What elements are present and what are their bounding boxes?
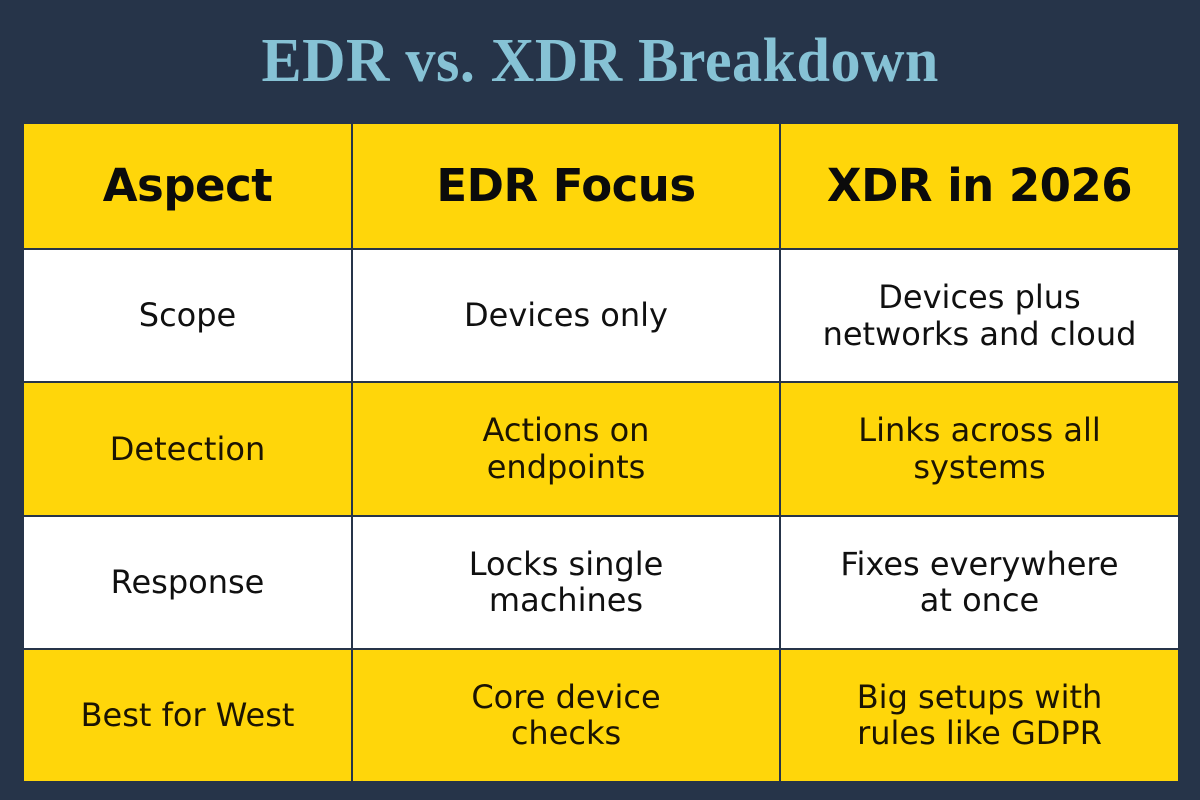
comparison-table-container: Aspect EDR Focus XDR in 2026 Scope	[22, 122, 1180, 784]
table-row: Scope Devices only Devices plus networks…	[22, 247, 1180, 384]
cell-xdr-2026: Fixes everywhere at once	[779, 514, 1180, 650]
column-header-edr-focus-label: EDR Focus	[436, 159, 696, 213]
table-row: Best for West Core device checks Big set…	[22, 647, 1180, 784]
cell-edr-focus: Devices only	[351, 247, 781, 384]
table-row: Detection Actions on endpoints Links acr…	[22, 381, 1180, 517]
cell-edr-focus-text: Core device checks	[471, 677, 661, 753]
table-body: Scope Devices only Devices plus networks…	[22, 247, 1180, 784]
table-row: Response Locks single machines Fixes eve…	[22, 514, 1180, 650]
column-header-xdr-2026: XDR in 2026	[779, 122, 1180, 250]
cell-xdr-2026: Big setups with rules like GDPR	[779, 647, 1180, 784]
cell-xdr-2026: Devices plus networks and cloud	[779, 247, 1180, 384]
cell-edr-focus: Locks single machines	[351, 514, 781, 650]
cell-aspect-text: Scope	[138, 296, 237, 335]
cell-aspect-text: Best for West	[80, 696, 295, 735]
cell-aspect-text: Detection	[109, 429, 266, 468]
cell-aspect-text: Response	[110, 562, 265, 601]
column-header-aspect: Aspect	[22, 122, 353, 250]
column-header-xdr-2026-label: XDR in 2026	[826, 159, 1133, 213]
cell-xdr-2026-text: Big setups with rules like GDPR	[856, 677, 1103, 753]
cell-aspect: Detection	[22, 381, 353, 517]
cell-edr-focus-text: Locks single machines	[468, 544, 664, 620]
cell-edr-focus: Actions on endpoints	[351, 381, 781, 517]
comparison-table: Aspect EDR Focus XDR in 2026 Scope	[22, 122, 1180, 784]
column-header-edr-focus: EDR Focus	[351, 122, 781, 250]
column-header-aspect-label: Aspect	[102, 159, 273, 213]
title-bar: EDR vs. XDR Breakdown	[0, 0, 1200, 122]
cell-edr-focus: Core device checks	[351, 647, 781, 784]
cell-xdr-2026: Links across all systems	[779, 381, 1180, 517]
cell-aspect: Best for West	[22, 647, 353, 784]
table-header: Aspect EDR Focus XDR in 2026	[22, 122, 1180, 250]
cell-edr-focus-text: Devices only	[464, 296, 668, 335]
cell-edr-focus-text: Actions on endpoints	[482, 411, 650, 486]
cell-xdr-2026-text: Links across all systems	[858, 411, 1101, 486]
cell-aspect: Scope	[22, 247, 353, 384]
page-title: EDR vs. XDR Breakdown	[261, 27, 939, 95]
cell-aspect: Response	[22, 514, 353, 650]
table-header-row: Aspect EDR Focus XDR in 2026	[22, 122, 1180, 250]
cell-xdr-2026-text: Devices plus networks and cloud	[822, 278, 1137, 353]
cell-xdr-2026-text: Fixes everywhere at once	[840, 544, 1119, 620]
